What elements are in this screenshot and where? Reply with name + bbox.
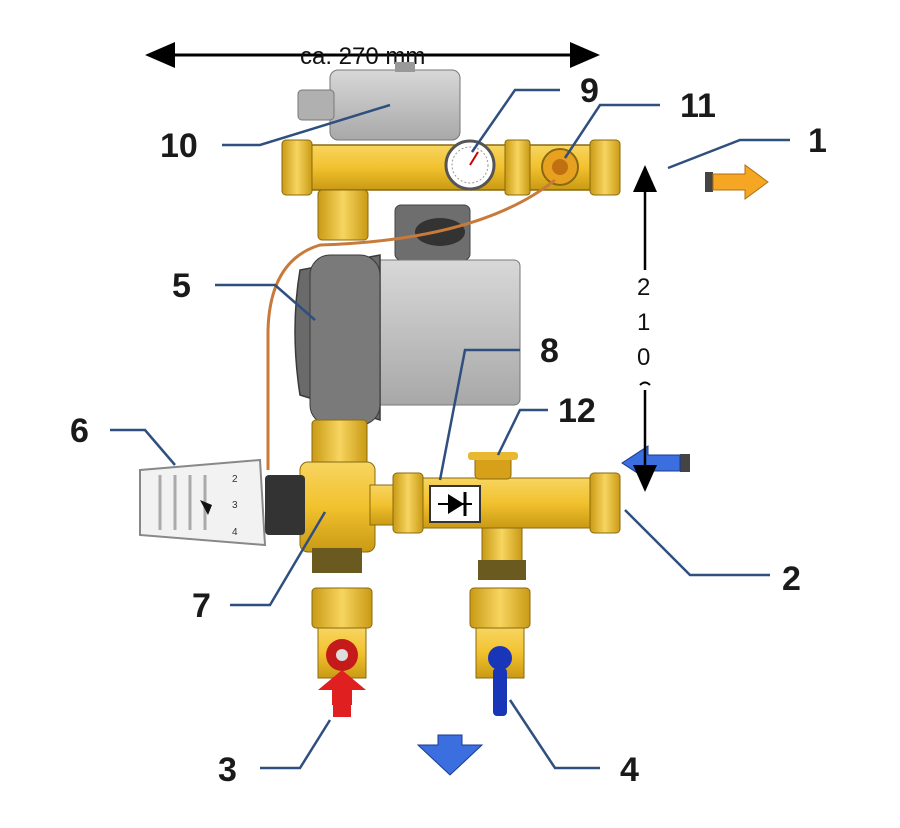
supply-outlet-arrow — [705, 164, 769, 200]
callout-3: 3 — [218, 751, 237, 789]
callout-7: 7 — [192, 587, 211, 625]
callout-2: 2 — [782, 560, 801, 598]
leader-9 — [470, 88, 560, 153]
leader-2 — [624, 509, 770, 577]
pump-lower-union — [311, 419, 368, 466]
leader-12 — [496, 408, 548, 456]
circulation-pump — [294, 204, 521, 426]
leader-5 — [215, 283, 316, 321]
callout-8: 8 — [540, 332, 559, 370]
return-outlet-arrow — [416, 734, 484, 776]
return-manifold — [392, 472, 621, 580]
leader-11 — [563, 103, 660, 159]
leader-10 — [222, 103, 391, 147]
bypass-screw — [468, 452, 518, 480]
ball-valve-blue — [469, 587, 531, 716]
callout-10: 10 — [160, 127, 198, 165]
leader-6 — [110, 428, 176, 466]
pump-upper-union — [317, 189, 369, 241]
callout-12: 12 — [558, 392, 596, 430]
vertical-dimension-char-2: 1 — [637, 309, 650, 336]
thermostat-mark-4: 4 — [232, 527, 238, 538]
callout-9: 9 — [580, 72, 599, 110]
thermostat-head — [139, 458, 305, 547]
return-inlet-arrow — [621, 445, 690, 481]
vertical-dimension-char-1: 2 — [637, 274, 650, 301]
callout-5: 5 — [172, 267, 191, 305]
callout-4: 4 — [620, 751, 639, 789]
callout-6: 6 — [70, 412, 89, 450]
leader-7 — [230, 511, 327, 607]
thermometer-gauge — [444, 139, 496, 191]
ball-valve-red — [311, 587, 373, 717]
dimension-arrow — [145, 42, 600, 68]
leader-4 — [508, 699, 600, 770]
vertical-dimension-char-3: 0 — [637, 344, 650, 371]
mixing-valve-body — [299, 461, 411, 573]
leader-8 — [438, 348, 520, 481]
capillary-tube — [266, 178, 556, 470]
callout-1: 1 — [808, 122, 827, 160]
callout-11: 11 — [680, 87, 716, 125]
thermostat-mark-2: 2 — [232, 474, 238, 485]
leader-3 — [260, 719, 332, 770]
thermostat-mark-3: 3 — [232, 500, 238, 511]
servo-actuator — [297, 62, 461, 141]
leader-1 — [667, 138, 790, 170]
vertical-dimension — [633, 165, 657, 492]
